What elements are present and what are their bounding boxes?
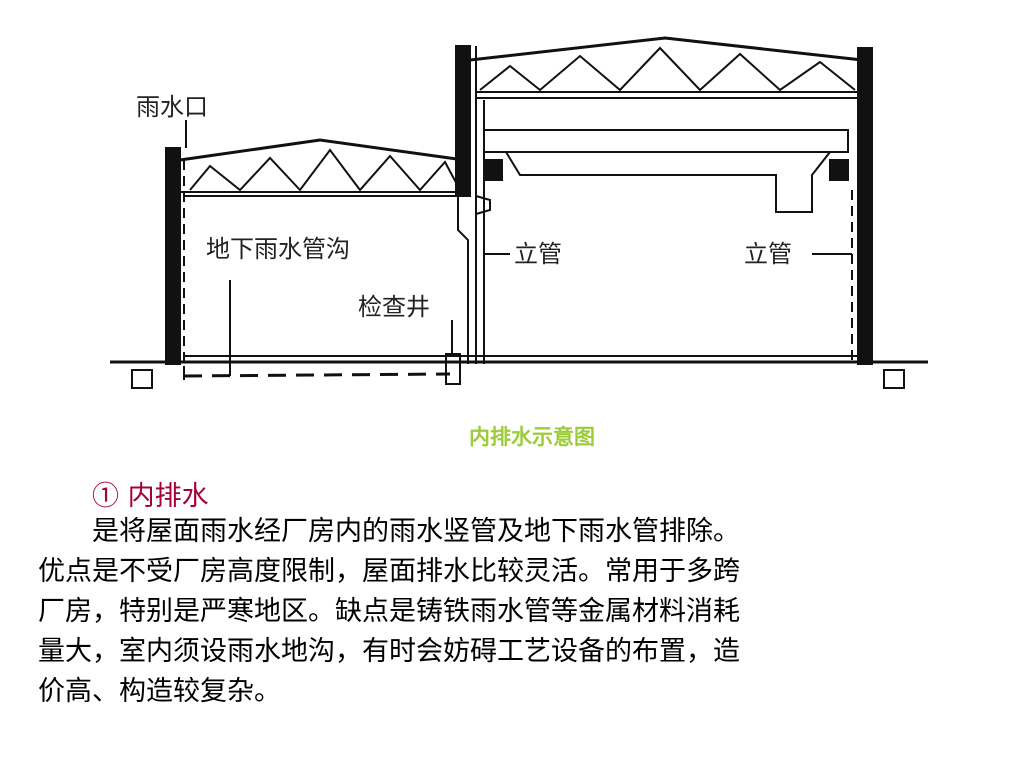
low-roof-truss (179, 138, 465, 197)
label-downpipe-left: 立管 (514, 240, 562, 268)
left-wall (165, 147, 181, 365)
label-downpipe-right: 立管 (744, 240, 792, 268)
label-inspection-well: 检查井 (358, 293, 430, 321)
crane-beam (483, 129, 849, 153)
paragraph-line: 价高、构造较复杂。 (38, 676, 281, 707)
right-wall (857, 47, 873, 365)
paragraph-line: 优点是不受厂房高度限制，屋面排水比较灵活。常用于多跨 (38, 556, 740, 587)
diagram-caption: 内排水示意图 (469, 425, 595, 449)
paragraph-line: 厂房，特别是严寒地区。缺点是铸铁雨水管等金属材料消耗 (38, 596, 740, 627)
section-heading: ① 内排水 (92, 481, 209, 512)
paragraph-line: 是将屋面雨水经厂房内的雨水竖管及地下雨水管排除。 (38, 516, 740, 547)
inspection-well (445, 353, 461, 385)
paragraph-line: 量大，室内须设雨水地沟，有时会妨碍工艺设备的布置，造 (38, 636, 740, 667)
label-underground-trench: 地下雨水管沟 (206, 235, 350, 263)
middle-downpipe (457, 196, 469, 364)
high-roof-truss (469, 36, 863, 99)
underground-trench (183, 372, 451, 378)
label-rain-outlet: 雨水口 (136, 93, 208, 121)
section-paragraph: 是将屋面雨水经厂房内的雨水竖管及地下雨水管排除。 优点是不受厂房高度限制，屋面排… (38, 512, 988, 712)
interior-drainage-diagram (110, 36, 928, 389)
left-footing (131, 369, 153, 389)
right-footing (883, 369, 905, 389)
middle-wall (455, 45, 471, 197)
